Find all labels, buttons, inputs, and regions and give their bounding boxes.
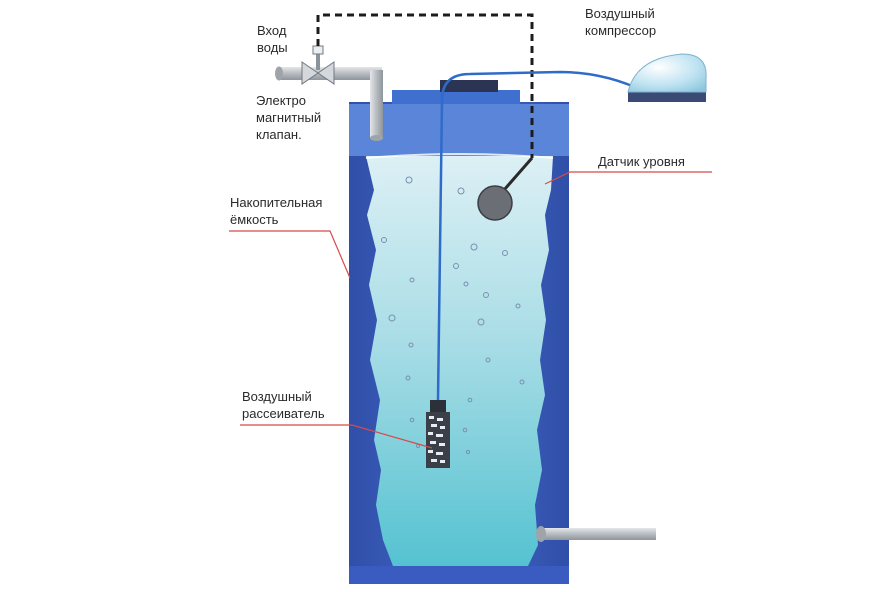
level-sensor-float bbox=[477, 185, 513, 221]
tank-hatch bbox=[440, 80, 498, 92]
label-water-inlet: Вход воды bbox=[257, 23, 288, 55]
control-line bbox=[316, 13, 534, 158]
label-level-sensor: Датчик уровня bbox=[598, 154, 685, 169]
label-air-diffuser: Воздушный рассеиватель bbox=[242, 389, 325, 421]
label-compressor: Воздушный компрессор bbox=[585, 6, 657, 38]
inlet-pipe-end bbox=[275, 66, 283, 81]
inlet-pipe-vertical bbox=[370, 70, 383, 138]
leader-lines bbox=[229, 171, 712, 449]
compressor-icon bbox=[627, 53, 707, 102]
water-body bbox=[366, 156, 553, 566]
label-storage-tank: Накопительная ёмкость bbox=[230, 195, 323, 227]
air-diffuser-icon bbox=[426, 400, 450, 468]
outlet-pipe-end bbox=[536, 526, 546, 542]
tank-lid bbox=[392, 90, 520, 104]
solenoid-valve-icon bbox=[301, 45, 335, 85]
tank-bottom bbox=[349, 566, 569, 584]
inlet-pipe-outlet bbox=[370, 135, 383, 141]
label-solenoid-valve: Электро магнитный клапан. bbox=[256, 93, 322, 142]
outlet-pipe bbox=[540, 528, 656, 540]
air-hose bbox=[436, 70, 638, 401]
air-bubbles bbox=[381, 176, 525, 455]
